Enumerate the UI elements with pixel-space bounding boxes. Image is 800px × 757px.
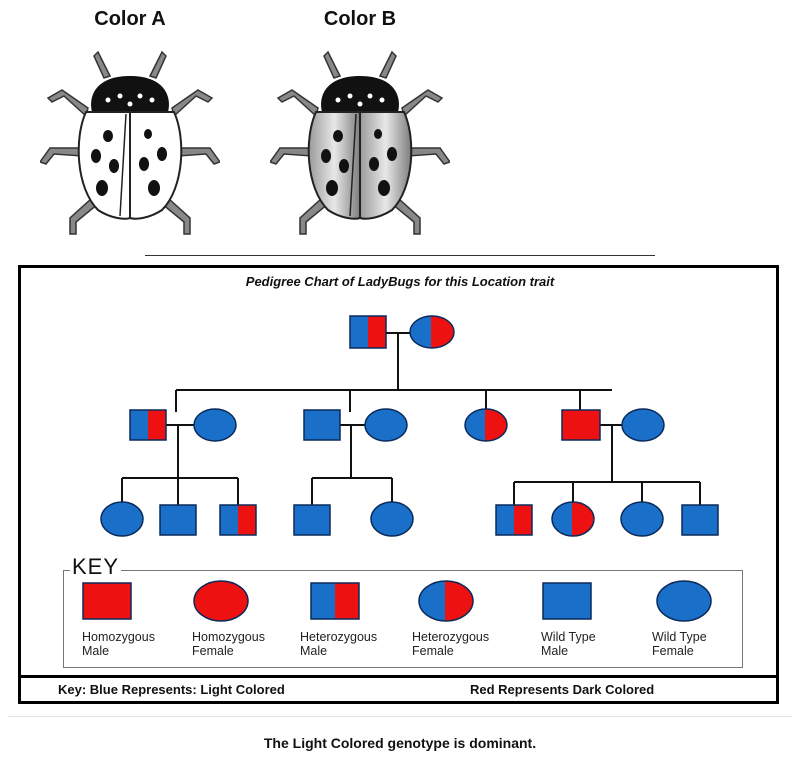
color-b-label: Color B <box>323 8 397 30</box>
dominance-note: The Light Colored genotype is dominant. <box>263 735 537 751</box>
gen3-wild-type-male-3 <box>681 504 719 536</box>
color-a-label: Color A <box>94 8 166 30</box>
gen3-heterozygous-male-1 <box>219 504 257 536</box>
key-homozygous-female-symbol <box>193 580 249 622</box>
key-divider <box>18 675 779 678</box>
section-divider <box>145 255 655 256</box>
gen2-heterozygous-female <box>464 408 508 442</box>
gen2-wild-type-female-1 <box>193 408 237 442</box>
ladybug-a-illustration <box>40 50 220 235</box>
footer-red-note: Red Represents Dark Colored <box>470 682 655 697</box>
key-wild-type-male-symbol <box>542 582 592 620</box>
key-heterozygous-male-symbol <box>310 582 360 620</box>
key-symbols <box>82 580 712 622</box>
pedigree-chart <box>100 315 719 537</box>
key-wild-type-female-symbol <box>656 580 712 622</box>
gen3-wild-type-male-1 <box>159 504 197 536</box>
gen2-homozygous-male <box>561 409 601 441</box>
gen3-heterozygous-male-2 <box>495 504 533 536</box>
gen3-wild-type-female-2 <box>370 501 414 537</box>
gen1-heterozygous-male <box>349 315 387 349</box>
ladybug-b-illustration <box>270 50 450 235</box>
key-title: KEY <box>70 554 122 580</box>
gen3-wild-type-female-3 <box>620 501 664 537</box>
footer-blue-note: Key: Blue Represents: Light Colored <box>58 682 285 697</box>
gen2-wild-type-female-2 <box>364 408 408 442</box>
page-separator <box>8 716 792 717</box>
pedigree-title: Pedigree Chart of LadyBugs for this Loca… <box>245 274 555 289</box>
gen3-wild-type-male-2 <box>293 504 331 536</box>
gen3-wild-type-female-1 <box>100 501 144 537</box>
pedigree-lines <box>121 332 701 505</box>
key-homozygous-male-symbol <box>82 582 132 620</box>
gen3-heterozygous-female <box>551 501 595 537</box>
key-heterozygous-female-symbol <box>418 580 474 622</box>
pedigree-frame <box>18 265 779 704</box>
key-box <box>63 570 743 668</box>
gen2-wild-type-male-1 <box>303 409 341 441</box>
gen1-heterozygous-female <box>409 315 455 349</box>
gen2-wild-type-female-3 <box>621 408 665 442</box>
gen2-heterozygous-male-1 <box>129 409 167 441</box>
